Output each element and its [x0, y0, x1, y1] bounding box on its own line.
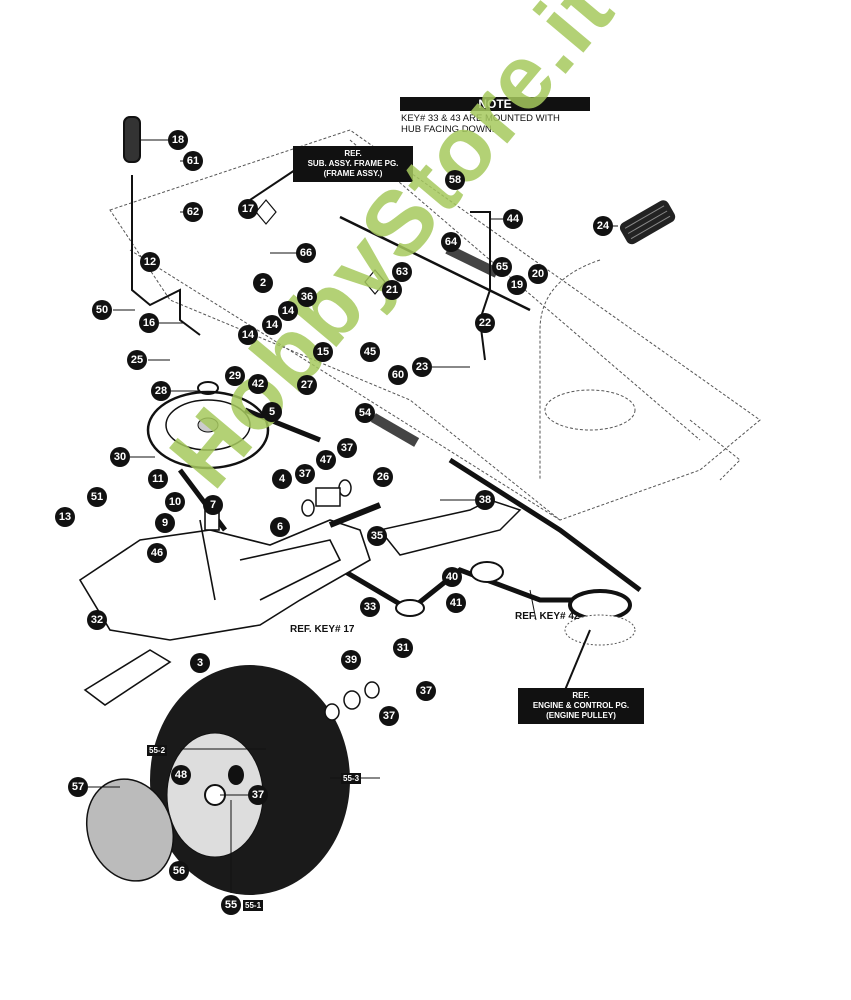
hand-grip-24 — [619, 200, 676, 245]
callout-48: 48 — [171, 765, 191, 785]
callout-42: 42 — [248, 374, 268, 394]
callout-6: 6 — [270, 517, 290, 537]
callout-33: 33 — [360, 597, 380, 617]
callout-56: 56 — [169, 861, 189, 881]
callout-30: 30 — [110, 447, 130, 467]
callout-13: 13 — [55, 507, 75, 527]
idler-pulley-43 — [470, 561, 504, 583]
engine-pulley — [564, 589, 636, 646]
callout-39: 39 — [341, 650, 361, 670]
diamond-symbol-icon — [255, 199, 386, 295]
note-line-1: KEY# 33 & 43 ARE MOUNTED WITH — [401, 113, 560, 124]
callout-10: 10 — [165, 492, 185, 512]
ref-engine-line1: REF. — [572, 691, 590, 700]
note-line-2: HUB FACING DOWN. — [401, 124, 495, 135]
callout-58: 58 — [445, 170, 465, 190]
callout-65: 65 — [492, 257, 512, 277]
callout-11: 11 — [148, 469, 168, 489]
ref-engine-line3: (ENGINE PULLEY) — [546, 711, 616, 720]
callout-54: 54 — [355, 403, 375, 423]
note-title: NOTE — [400, 97, 590, 111]
callout-47: 47 — [316, 450, 336, 470]
callout-37: 37 — [248, 785, 268, 805]
callout-37: 37 — [379, 706, 399, 726]
callout-9: 9 — [155, 513, 175, 533]
callout-60: 60 — [388, 365, 408, 385]
callout-51: 51 — [87, 487, 107, 507]
callout-14: 14 — [262, 315, 282, 335]
callout-19: 19 — [507, 275, 527, 295]
shift-lever — [123, 116, 201, 336]
ref-engine-line2: ENGINE & CONTROL PG. — [532, 701, 630, 710]
tag-55-2: 55-2 — [147, 745, 168, 756]
idler-bracket-35 — [378, 499, 522, 556]
ref-frame-line3: (FRAME ASSY.) — [323, 169, 383, 178]
spring-64 — [445, 244, 500, 278]
callout-7: 7 — [203, 495, 223, 515]
callout-50: 50 — [92, 300, 112, 320]
callout-38: 38 — [475, 490, 495, 510]
callout-37: 37 — [337, 438, 357, 458]
callout-62: 62 — [183, 202, 203, 222]
tag-55-1: 55-1 — [243, 900, 264, 911]
callout-31: 31 — [393, 638, 413, 658]
callout-4: 4 — [272, 469, 292, 489]
callout-14: 14 — [238, 325, 258, 345]
callout-36: 36 — [297, 287, 317, 307]
callout-64: 64 — [441, 232, 461, 252]
idler-pulley-33 — [395, 599, 425, 617]
callout-18: 18 — [168, 130, 188, 150]
callout-29: 29 — [225, 366, 245, 386]
ref-frame-line1: REF. — [344, 149, 362, 158]
callout-2: 2 — [253, 273, 273, 293]
callout-57: 57 — [68, 777, 88, 797]
callout-14: 14 — [278, 301, 298, 321]
ref-engine-box: REF. ENGINE & CONTROL PG. (ENGINE PULLEY… — [518, 688, 644, 724]
tag-55-3: 55-3 — [341, 773, 362, 784]
callout-5: 5 — [262, 402, 282, 422]
lever-44 — [470, 211, 491, 361]
callout-22: 22 — [475, 313, 495, 333]
callout-37: 37 — [416, 681, 436, 701]
pulley-29 — [146, 381, 270, 470]
control-rod — [339, 215, 531, 312]
callout-12: 12 — [140, 252, 160, 272]
callout-61: 61 — [183, 151, 203, 171]
callout-46: 46 — [147, 543, 167, 563]
callout-66: 66 — [296, 243, 316, 263]
callout-16: 16 — [139, 313, 159, 333]
callout-41: 41 — [446, 593, 466, 613]
callout-27: 27 — [297, 375, 317, 395]
note-text: KEY# 33 & 43 ARE MOUNTED WITH HUB FACING… — [401, 113, 601, 135]
callout-26: 26 — [373, 467, 393, 487]
ref-key-42: REF. KEY# 42 — [515, 611, 580, 622]
callout-32: 32 — [87, 610, 107, 630]
callout-55: 55 — [221, 895, 241, 915]
callout-23: 23 — [412, 357, 432, 377]
callout-63: 63 — [392, 262, 412, 282]
ref-frame-box: REF. SUB. ASSY. FRAME PG. (FRAME ASSY.) — [293, 146, 413, 182]
callout-28: 28 — [151, 381, 171, 401]
spacers — [301, 479, 380, 721]
callout-25: 25 — [127, 350, 147, 370]
callout-3: 3 — [190, 653, 210, 673]
callout-37: 37 — [295, 464, 315, 484]
spring-26 — [370, 413, 420, 447]
callout-44: 44 — [503, 209, 523, 229]
callout-15: 15 — [313, 342, 333, 362]
wheel-assembly — [150, 665, 350, 895]
hubcap-56 — [85, 778, 175, 882]
callout-40: 40 — [442, 567, 462, 587]
ref-key-17: REF. KEY# 17 — [290, 624, 355, 635]
ref-frame-line2: SUB. ASSY. FRAME PG. — [307, 159, 399, 168]
callout-45: 45 — [360, 342, 380, 362]
callout-17: 17 — [238, 199, 258, 219]
callout-35: 35 — [367, 526, 387, 546]
callout-20: 20 — [528, 264, 548, 284]
callout-24: 24 — [593, 216, 613, 236]
callout-21: 21 — [382, 280, 402, 300]
